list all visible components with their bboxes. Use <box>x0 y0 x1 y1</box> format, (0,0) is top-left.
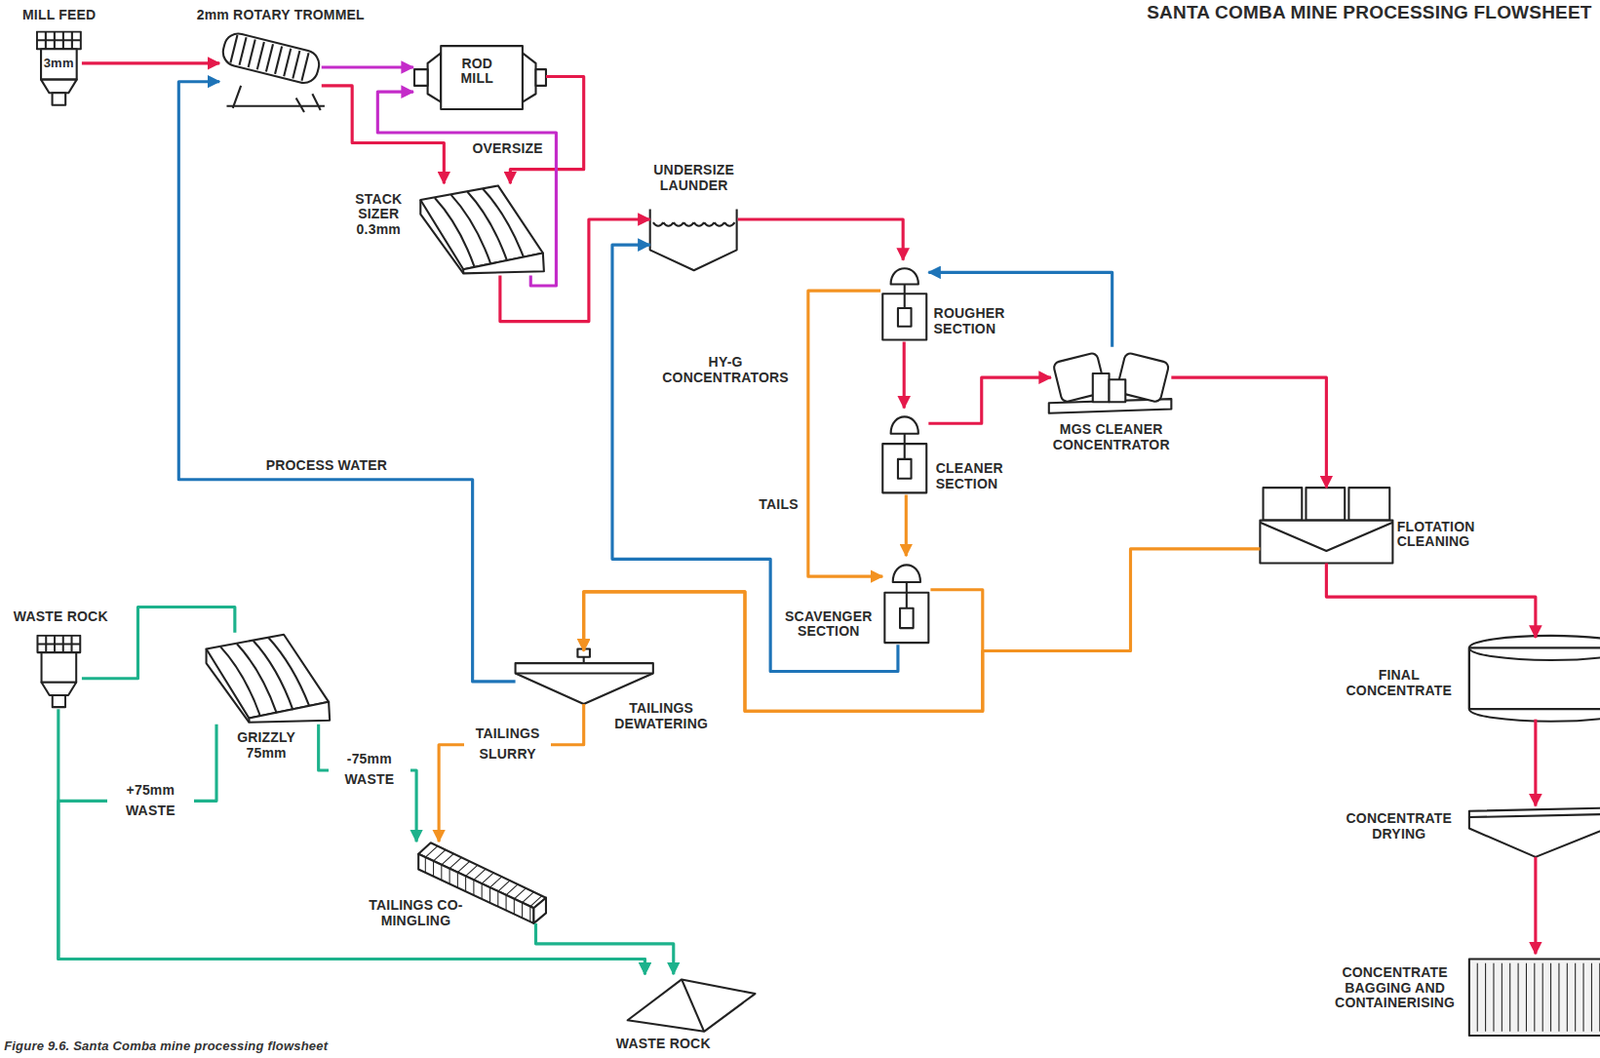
equipment-label: GRIZZLY 75mm <box>226 730 307 761</box>
flow-line <box>902 342 906 409</box>
flow-line <box>321 85 445 184</box>
mgs-icon <box>1049 351 1172 413</box>
flow-line <box>738 219 903 261</box>
trommel-icon <box>220 30 325 113</box>
hopper-icon <box>37 635 80 707</box>
equipment-node: WASTE ROCK <box>36 634 82 709</box>
flow-label: +75mm WASTE <box>107 780 195 821</box>
screen-icon <box>206 634 331 723</box>
flow-line <box>321 65 414 69</box>
annotation-label: 3mm <box>38 56 80 72</box>
flow-line <box>536 923 674 975</box>
flow-label: -75mm WASTE <box>328 748 411 790</box>
concentrator-icon <box>882 268 927 340</box>
flow-line <box>500 219 651 322</box>
launder-icon <box>650 208 738 271</box>
flow-line <box>1533 719 1537 807</box>
flow-label: TAILINGS SLURRY <box>464 723 551 765</box>
equipment-label: CONCENTRATE DRYING <box>1331 811 1467 842</box>
screen-icon <box>420 185 545 274</box>
flow-line <box>928 272 1112 347</box>
equipment-label: CONCENTRATE BAGGING AND CONTAINERISING <box>1318 965 1472 1012</box>
equipment-node: SCAVENGER SECTION <box>882 555 931 645</box>
flow-line <box>438 703 585 842</box>
equipment-node: 2mm ROTARY TROMMEL <box>219 30 322 107</box>
equipment-label: MILL FEED <box>7 7 111 24</box>
equipment-node: CONCENTRATE DRYING <box>1469 806 1600 858</box>
equipment-node: ROUGHER SECTION <box>880 260 929 343</box>
equipment-label: WASTE ROCK <box>607 1036 720 1053</box>
diagram-title: SANTA COMBA MINE PROCESSING FLOWSHEET <box>1081 1 1592 23</box>
flotation-icon <box>1259 487 1393 563</box>
equipment-node: TAILINGS DEWATERING <box>515 651 654 704</box>
concentrator-icon <box>882 416 927 493</box>
flow-line <box>584 589 983 712</box>
equipment-node: UNDERSIZE LAUNDER <box>650 209 739 272</box>
flow-label: OVERSIZE <box>464 138 551 159</box>
equipment-node: GRIZZLY 75mm <box>203 632 332 725</box>
hopper-icon <box>37 31 81 105</box>
equipment-node: ROD MILL <box>413 40 547 115</box>
equipment-label: CLEANER SECTION <box>936 461 1030 492</box>
flow-line <box>808 290 883 577</box>
equipment-label: WASTE ROCK <box>1 609 119 625</box>
equipment-label: MGS CLEANER CONCENTRATOR <box>1032 422 1190 453</box>
flow-line <box>1533 857 1537 954</box>
flow-line <box>178 81 515 682</box>
flow-line <box>81 61 220 65</box>
flow-label: PROCESS WATER <box>249 455 403 476</box>
flow-line <box>58 708 646 975</box>
container-icon <box>1469 959 1600 1036</box>
equipment-node: CLEANER SECTION <box>880 408 929 496</box>
dryer-icon <box>1469 808 1600 858</box>
equipment-label: STACK SIZER 0.3mm <box>345 192 413 238</box>
annotation-label: HY-G CONCENTRATORS <box>649 354 803 386</box>
flow-line <box>509 76 584 184</box>
equipment-node: WASTE ROCK <box>624 974 757 1033</box>
equipment-node: FINAL CONCENTRATE <box>1469 637 1600 720</box>
flow-line <box>584 548 1261 711</box>
equipment-node: TAILINGS CO-MINGLING <box>418 841 547 924</box>
equipment-label: UNDERSIZE LAUNDER <box>637 162 750 194</box>
equipment-label: 2mm ROTARY TROMMEL <box>168 7 393 24</box>
flow-line <box>1326 563 1535 638</box>
equipment-label: ROUGHER SECTION <box>934 306 1028 337</box>
equipment-node: CONCENTRATE BAGGING AND CONTAINERISING <box>1469 954 1600 1037</box>
flow-line <box>1170 377 1327 488</box>
equipment-label: TAILINGS DEWATERING <box>606 701 717 732</box>
tank-icon <box>1469 635 1600 722</box>
figure-caption: Figure 9.6. Santa Comba mine processing … <box>3 1039 576 1054</box>
waste-pile-icon <box>627 978 756 1031</box>
flow-line <box>318 724 417 842</box>
thickener-icon <box>515 648 654 703</box>
flow-line <box>928 377 1052 424</box>
equipment-node: FLOTATION CLEANING <box>1259 487 1393 563</box>
concentrator-icon <box>884 564 929 643</box>
flow-label: TAILS <box>752 494 804 515</box>
equipment-label: SCAVENGER SECTION <box>777 609 880 640</box>
flow-line <box>612 244 898 671</box>
equipment-node: STACK SIZER 0.3mm <box>418 183 547 275</box>
flow-line <box>58 724 646 975</box>
flow-line <box>377 91 556 286</box>
equipment-node: MGS CLEANER CONCENTRATOR <box>1051 347 1171 414</box>
equipment-label: FLOTATION CLEANING <box>1397 519 1500 550</box>
equipment-label: ROD MILL <box>448 56 506 87</box>
rod-mill-icon <box>414 45 547 110</box>
flow-line <box>904 494 908 556</box>
equipment-label: FINAL CONCENTRATE <box>1331 667 1467 699</box>
equipment-label: TAILINGS CO-MINGLING <box>362 897 470 929</box>
